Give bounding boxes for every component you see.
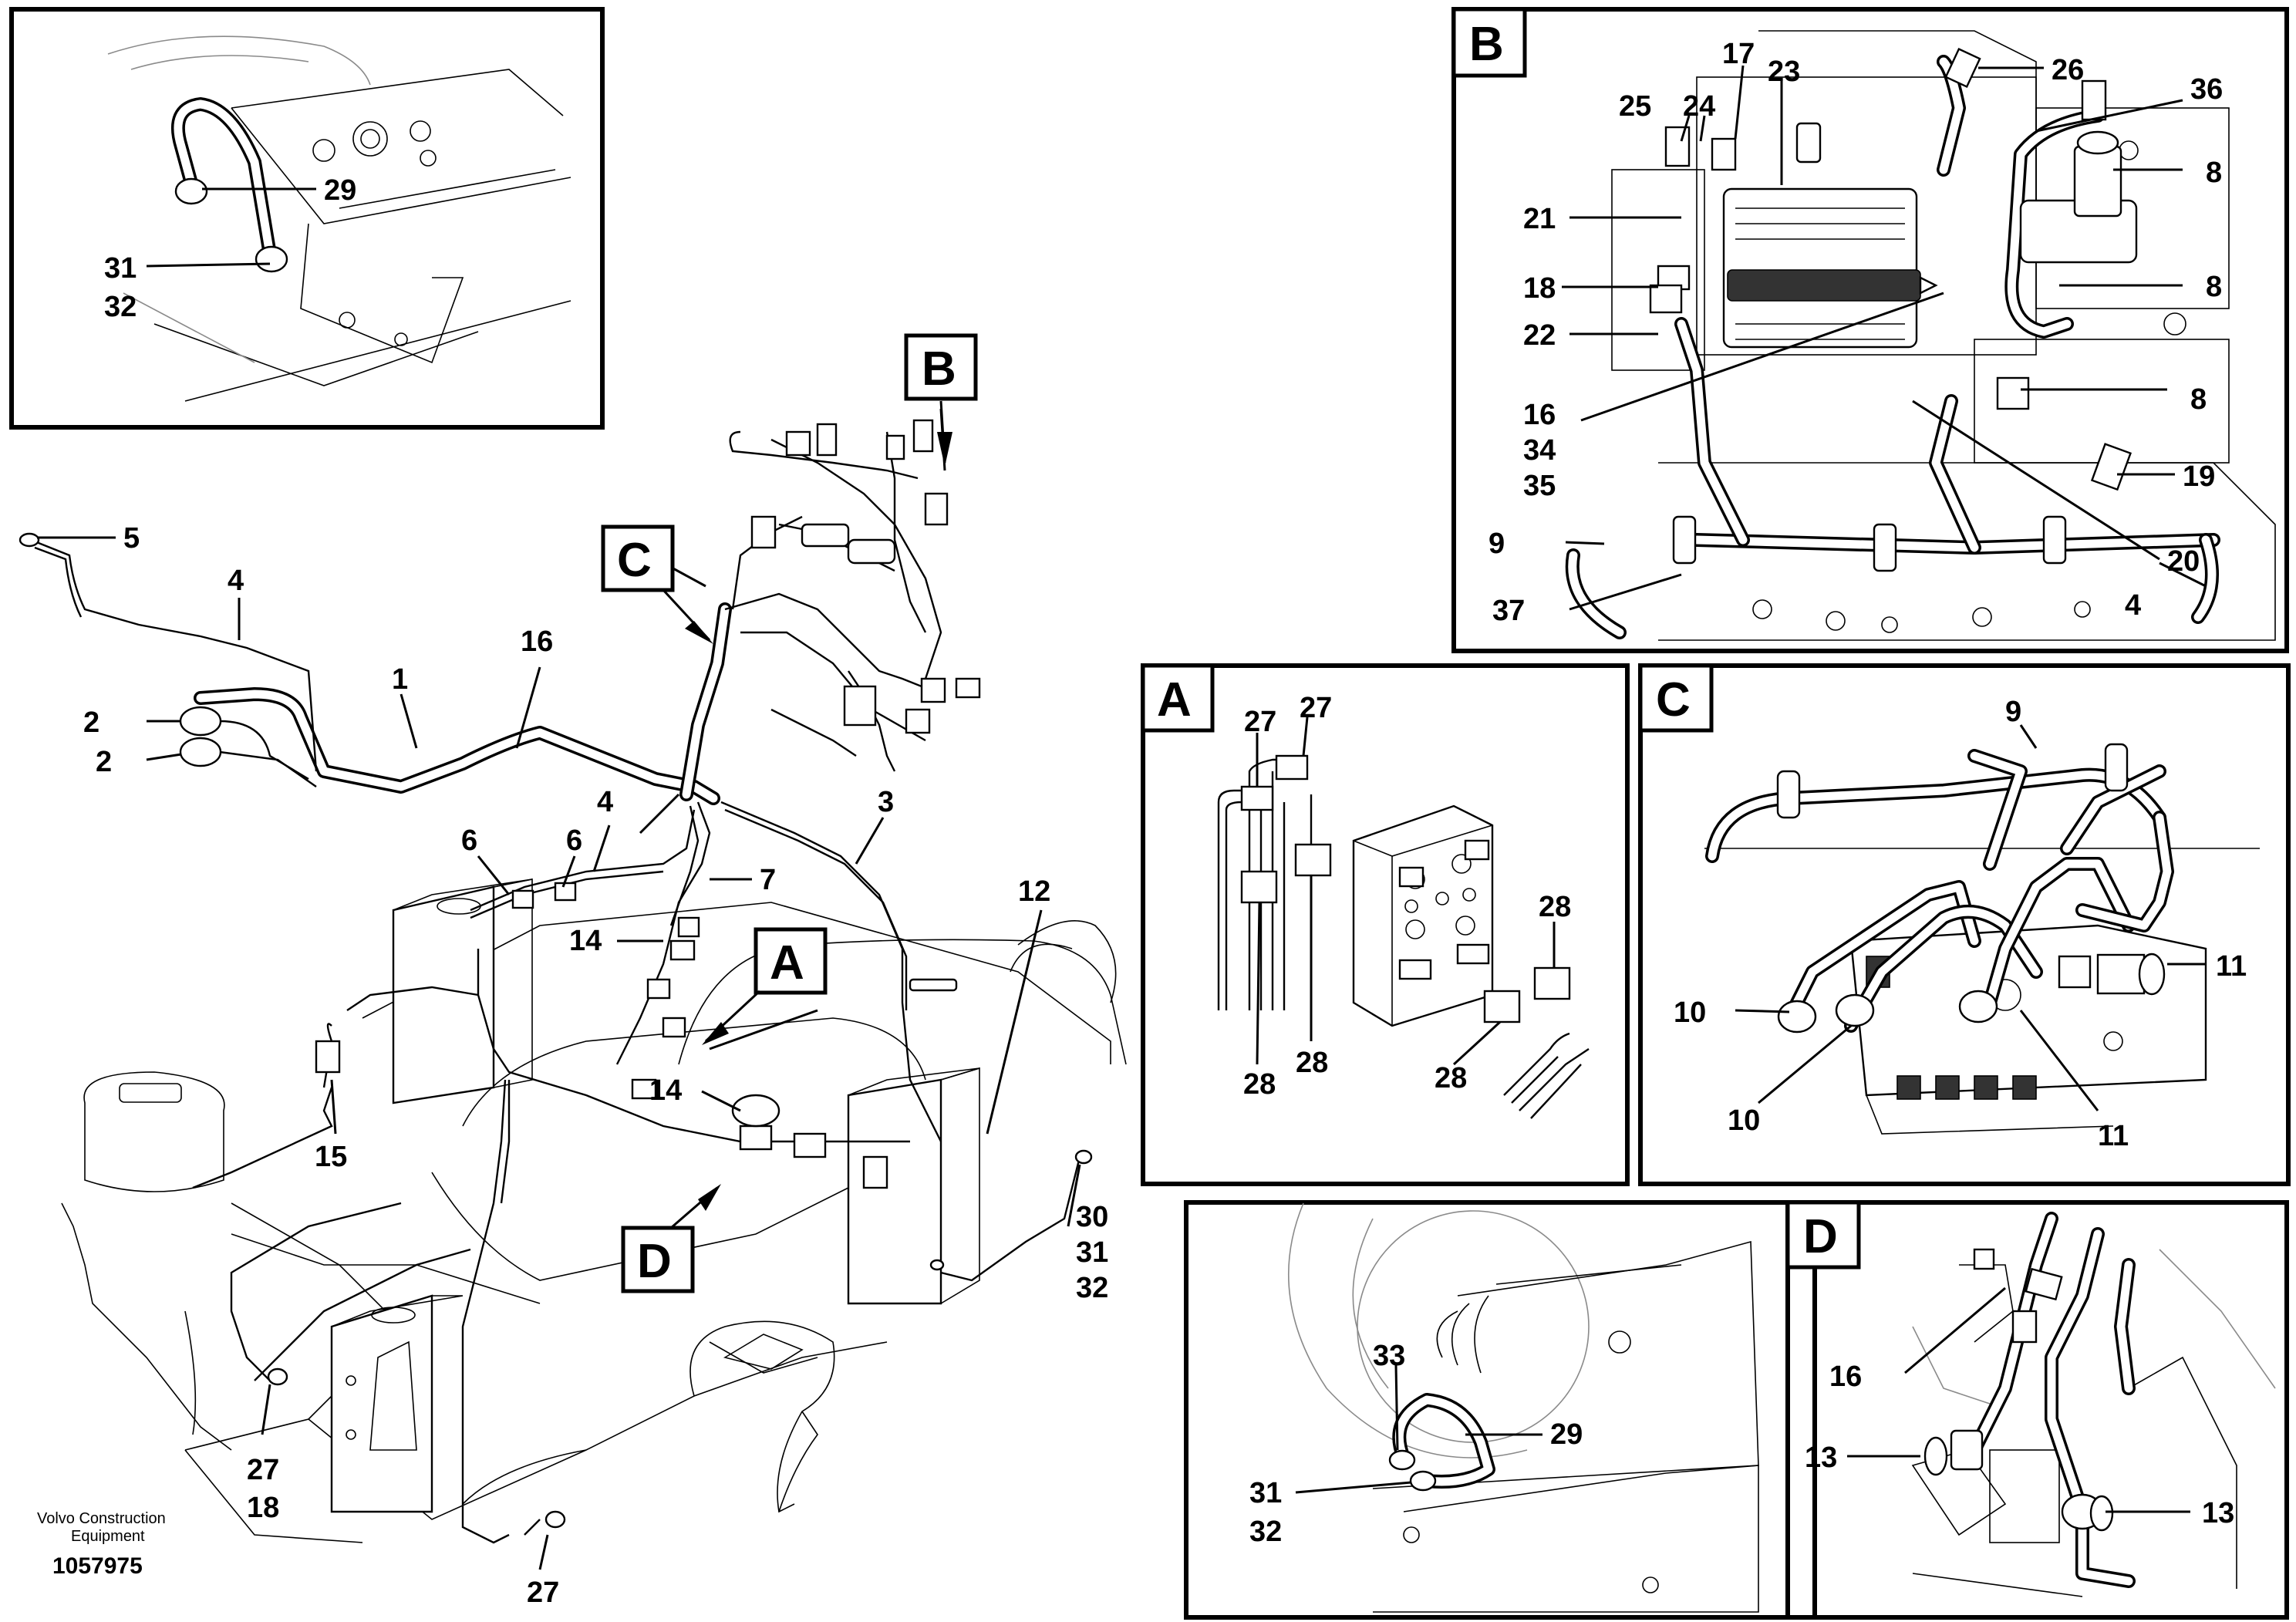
inset-top-left-frame [9,7,605,430]
callout-4-b: 4 [2125,589,2141,622]
callout-29: 29 [324,174,356,207]
watermark-block: Volvo Construction Equipment 1057975 [37,1510,166,1579]
callout-28-a3: 28 [1243,1068,1276,1101]
callout-16-b: 16 [1523,399,1556,431]
detail-c-frame [1638,663,2291,1186]
callout-28-a1: 28 [1539,891,1571,923]
callout-3: 3 [878,786,894,818]
callout-5: 5 [123,522,140,555]
main-tag-c [601,524,675,592]
callout-21: 21 [1523,203,1556,235]
detail-d-tag [1785,1200,1861,1270]
callout-2-upper: 2 [83,706,99,739]
detail-b-frame [1451,7,2289,653]
detail-c-panel: C [1638,663,2291,1186]
callout-31-bc: 31 [1249,1477,1282,1509]
callout-25: 25 [1619,90,1651,123]
callout-8-top: 8 [2206,157,2222,189]
brand-line-2: Equipment [71,1528,145,1545]
detail-a-tag [1141,663,1215,733]
callout-8-low: 8 [2190,383,2207,416]
callout-36: 36 [2190,73,2223,106]
callout-16-main: 16 [521,626,553,658]
callout-32-bc: 32 [1249,1516,1282,1548]
callout-27-a2: 27 [1300,692,1332,724]
main-tag-a [754,927,828,995]
callout-4-main2: 4 [597,786,613,818]
callout-9-b: 9 [1489,528,1505,560]
part-number: 1057975 [52,1553,143,1579]
detail-a-frame [1141,663,1630,1186]
callout-26: 26 [2052,54,2084,86]
callout-9-c: 9 [2005,696,2021,728]
detail-d-tag-letter: D [1803,1210,1838,1263]
detail-a-tag-letter: A [1157,673,1192,727]
callout-10-c2: 10 [1728,1104,1760,1137]
callout-6-left: 6 [461,824,477,857]
inset-bottom-center-frame [1184,1200,1817,1620]
callout-31: 31 [104,252,137,285]
callout-31-main: 31 [1076,1236,1108,1269]
callout-4-main1: 4 [228,565,244,597]
brand-line-1: Volvo Construction [37,1510,166,1527]
detail-d-frame [1785,1200,2289,1620]
callout-28-a4: 28 [1435,1062,1467,1094]
main-tag-d [621,1226,695,1293]
callout-19: 19 [2183,460,2215,493]
callout-12: 12 [1018,875,1050,908]
detail-c-tag-letter: C [1656,673,1691,727]
main-tag-d-letter: D [637,1235,672,1288]
callout-14-lower: 14 [649,1074,682,1107]
callout-13-d2: 13 [2202,1497,2234,1529]
callout-13-d1: 13 [1805,1442,1837,1474]
inset-top-left: 29 31 32 [9,7,605,430]
callout-6-right: 6 [566,824,582,857]
detail-b-tag [1451,7,1527,78]
callout-29-bc: 29 [1550,1418,1583,1451]
callout-33: 33 [1373,1340,1405,1372]
main-tag-a-letter: A [770,936,804,990]
callout-24: 24 [1683,90,1715,123]
callout-14-upper: 14 [569,925,602,957]
callout-20: 20 [2167,545,2200,578]
callout-27-a1: 27 [1244,706,1276,738]
callout-11-c1: 11 [2216,950,2247,983]
callout-11-c2: 11 [2098,1120,2129,1152]
callout-16-d: 16 [1829,1361,1862,1393]
callout-28-a2: 28 [1296,1047,1328,1079]
callout-2-lower: 2 [96,746,112,778]
callout-18-b: 18 [1523,272,1556,305]
callout-7: 7 [760,864,776,896]
main-tag-b [904,333,978,401]
main-exploded-view: B C A D 5 4 1 16 2 2 6 6 4 3 7 14 14 12 … [19,333,1127,1609]
detail-b-panel: B [1451,7,2289,653]
callout-34: 34 [1523,434,1556,467]
detail-c-tag [1638,663,1714,733]
callout-27-main1: 27 [247,1454,279,1486]
inset-bottom-center: 33 29 31 32 [1184,1200,1817,1620]
callout-17: 17 [1722,38,1755,70]
callout-32: 32 [104,291,137,323]
detail-b-tag-letter: B [1469,18,1504,71]
callout-23: 23 [1768,56,1800,88]
detail-a-panel: A 27 [1141,663,1630,1186]
callout-15: 15 [315,1141,347,1173]
main-tag-c-letter: C [617,534,652,587]
main-tag-b-letter: B [922,342,956,396]
callout-27-main2: 27 [527,1576,559,1609]
callout-8-mid: 8 [2206,271,2222,303]
callout-18-main: 18 [247,1492,279,1524]
callout-35: 35 [1523,470,1556,502]
callout-37: 37 [1492,595,1525,627]
callout-32-main: 32 [1076,1272,1108,1304]
callout-10-c1: 10 [1674,996,1706,1029]
callout-30: 30 [1076,1201,1108,1233]
callout-1: 1 [392,663,408,696]
detail-d-panel: D 16 13 13 [1785,1200,2289,1620]
callout-22: 22 [1523,319,1556,352]
